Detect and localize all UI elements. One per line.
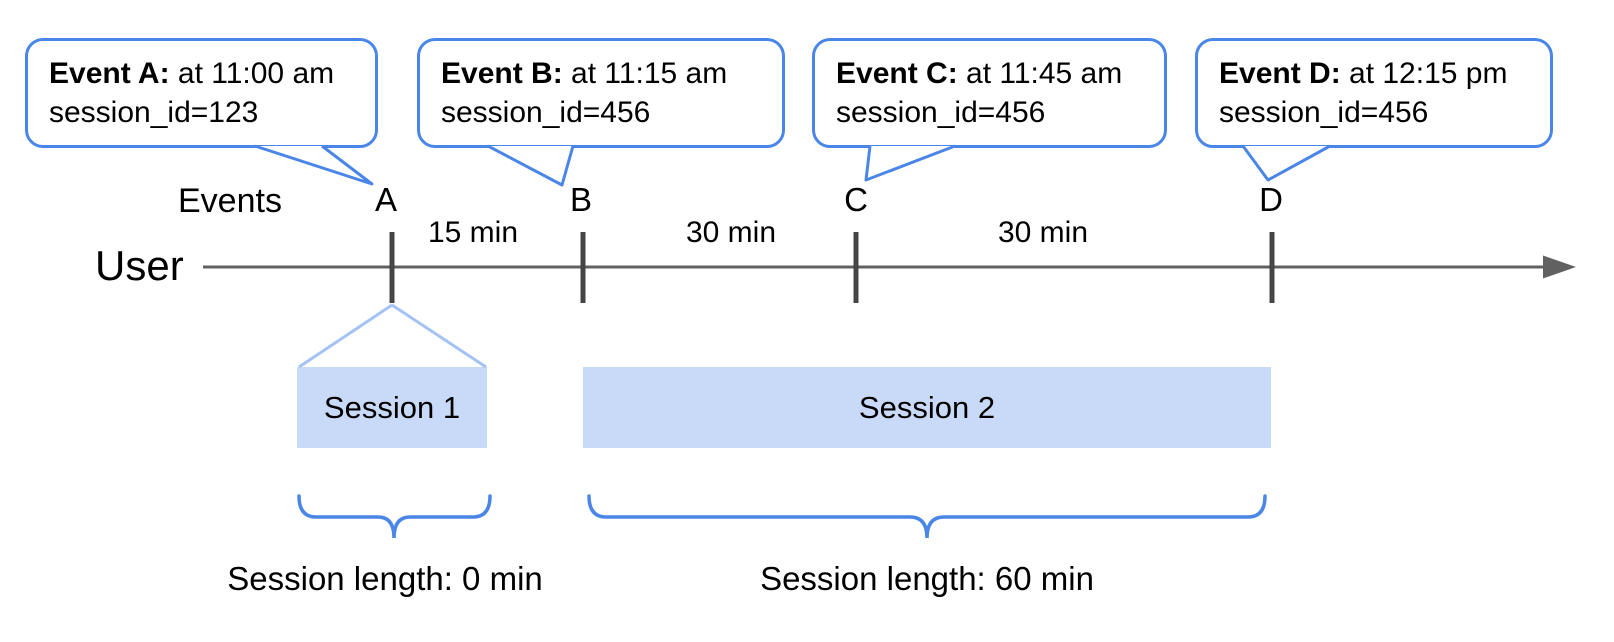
callout-tail-a-fill [255,146,372,184]
callout-tail-d-fill [1243,146,1330,180]
callout-tail-a [254,144,374,186]
event-marker-c: C [844,181,868,218]
session-1-length-label: Session length: 0 min [227,560,543,597]
callout-tail-c [864,144,956,182]
callout-event-d-time: at 12:15 pm [1340,57,1508,90]
timeline-arrowhead-icon [1543,255,1576,279]
funnel-left-line [298,303,393,369]
callout-event-c-time: at 11:45 am [957,57,1123,90]
session-2-length-label: Session length: 60 min [760,560,1094,597]
interval-label-c-d: 30 min [997,216,1089,249]
callout-event-c: Event C: at 11:45 am session_id=456 [812,38,1167,148]
callout-event-b-line1: Event B: at 11:15 am [441,54,762,93]
session-2-label: Session 2 [858,389,996,425]
callout-event-c-line1: Event C: at 11:45 am [836,54,1144,93]
callout-event-a-title: Event A: [49,57,170,90]
interval-label-b-c: 30 min [685,216,777,249]
user-label: User [95,242,184,289]
session-1-brace [297,494,492,539]
session-1-funnel [298,303,487,369]
callout-event-d-line1: Event D: at 12:15 pm [1219,54,1530,93]
callout-event-a-session: session_id=123 [49,96,259,129]
callout-tail-a-outline [254,144,374,186]
callout-event-a: Event A: at 11:00 am session_id=123 [25,38,378,148]
callout-tail-b [487,144,575,187]
session-1-box: Session 1 [297,367,487,448]
session-2-brace [587,494,1267,539]
callout-event-b-title: Event B: [441,57,563,90]
events-label: Events [178,182,282,220]
callout-tail-c-fill [866,146,955,180]
callout-event-c-title: Event C: [836,57,958,90]
callout-tail-b-outline [487,144,575,187]
callout-tail-d [1241,144,1331,182]
event-marker-b: B [569,181,593,218]
event-marker-d: D [1259,181,1283,218]
session-1-label: Session 1 [323,389,461,425]
event-marker-a: A [374,181,398,218]
callout-event-d-title: Event D: [1219,57,1341,90]
callout-event-b-session: session_id=456 [441,96,651,129]
callout-event-a-line1: Event A: at 11:00 am [49,54,355,93]
funnel-right-line [391,303,487,369]
callout-event-c-session: session_id=456 [836,96,1046,129]
interval-label-a-b: 15 min [427,216,519,249]
callout-tail-c-outline [864,144,956,182]
session-2-box: Session 2 [583,367,1271,448]
callout-event-a-time: at 11:00 am [169,57,335,90]
callout-event-d-session: session_id=456 [1219,96,1429,129]
callout-tail-b-fill [488,146,573,185]
callout-tail-d-outline [1241,144,1331,182]
callout-event-b: Event B: at 11:15 am session_id=456 [417,38,785,148]
callout-event-d: Event D: at 12:15 pm session_id=456 [1195,38,1553,148]
callout-event-b-time: at 11:15 am [562,57,728,90]
